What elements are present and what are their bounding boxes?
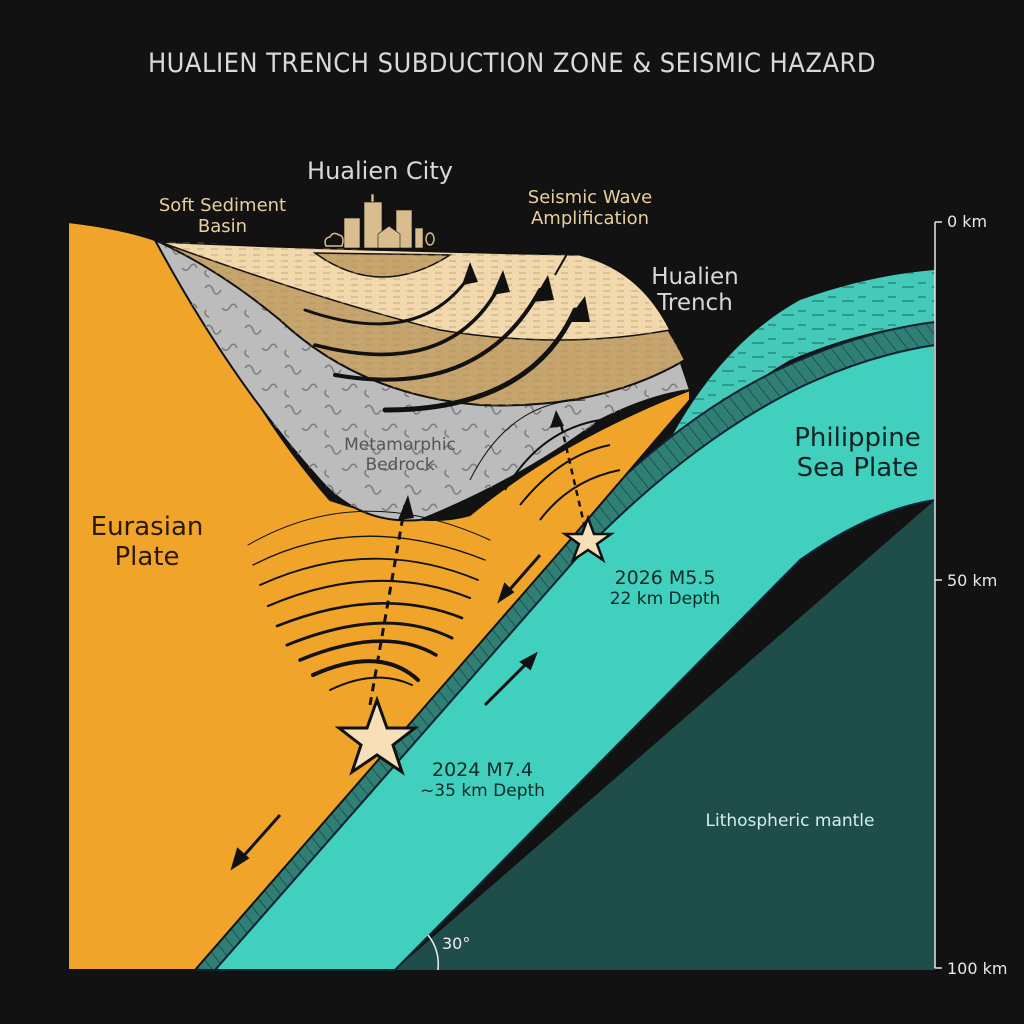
label-line: Basin xyxy=(197,215,248,237)
page-title: HUALIEN TRENCH SUBDUCTION ZONE & SEISMIC… xyxy=(147,48,877,79)
label-metamorphic-bedrock: Metamorphic Bedrock xyxy=(320,435,480,475)
label-line: Amplification xyxy=(530,207,650,229)
label-line: Soft Sediment xyxy=(158,195,287,216)
slip-arrows xyxy=(230,554,542,871)
label-dip-angle: 30° xyxy=(442,934,471,953)
label-line: Trench xyxy=(657,290,733,317)
mantle-layer xyxy=(395,500,935,970)
depth-scale xyxy=(934,221,942,969)
label-soft-sediment: Soft Sediment Basin xyxy=(140,195,305,237)
label-lithospheric-mantle: Lithospheric mantle xyxy=(705,811,875,831)
dip-angle-arc xyxy=(427,934,440,971)
label-amplification: Seismic Wave Amplification xyxy=(505,187,675,229)
label-hualien-city: Hualien City xyxy=(307,157,453,185)
event-magnitude: 2024 M7.4 xyxy=(431,759,533,781)
label-event-2026: 2026 M5.5 22 km Depth xyxy=(600,567,730,609)
rupture-path-2024 xyxy=(368,504,407,706)
label-line: Seismic Wave xyxy=(527,187,653,208)
amplification-arrows xyxy=(303,273,578,413)
city-icon xyxy=(343,193,424,249)
label-line: Metamorphic xyxy=(344,435,456,455)
label-line: Hualien xyxy=(651,264,739,290)
label-line: Plate xyxy=(114,541,180,572)
tree-icon xyxy=(425,232,435,246)
label-eurasian-plate: Eurasian Plate xyxy=(72,512,222,573)
seismic-wavefronts-2026 xyxy=(469,399,621,521)
event-depth: ~35 km Depth xyxy=(420,780,545,801)
amplification-pointer xyxy=(554,239,576,276)
label-line: Sea Plate xyxy=(796,452,919,483)
label-line: Philippine xyxy=(794,423,921,453)
epicenter-star-2024 xyxy=(334,695,420,776)
seismic-wavefronts xyxy=(247,510,491,691)
scale-tick-0km: 0 km xyxy=(947,212,988,231)
label-line: Bedrock xyxy=(365,454,435,475)
label-event-2024: 2024 M7.4 ~35 km Depth xyxy=(410,759,555,801)
label-line: Eurasian xyxy=(90,512,204,542)
epicenter-star-2026 xyxy=(561,514,615,564)
label-hualien-trench: Hualien Trench xyxy=(620,264,770,317)
scale-tick-100km: 100 km xyxy=(947,959,1008,978)
cloud-icon xyxy=(324,232,344,247)
event-depth: 22 km Depth xyxy=(609,588,721,609)
event-magnitude: 2026 M5.5 xyxy=(614,567,716,589)
label-philippine-plate: Philippine Sea Plate xyxy=(775,423,940,484)
scale-tick-50km: 50 km xyxy=(947,571,998,590)
